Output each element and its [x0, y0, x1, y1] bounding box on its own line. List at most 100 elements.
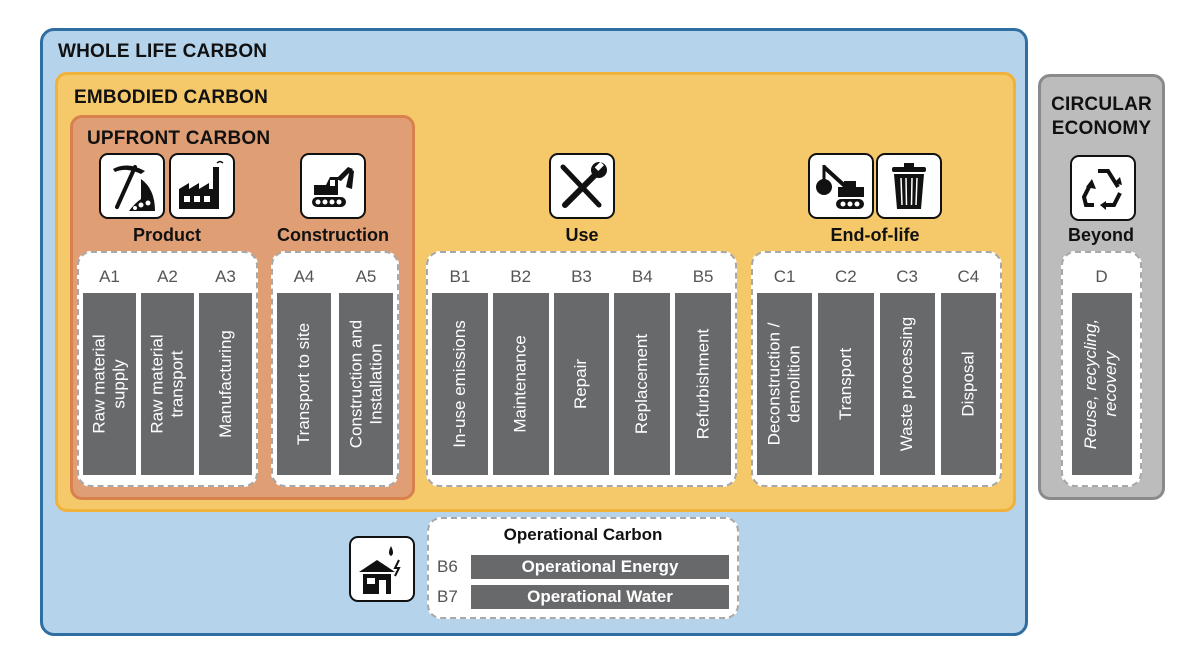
stage-label-product: Product	[132, 225, 201, 245]
module-label-b1: In-use emissions	[450, 320, 470, 448]
module-label-line: In-use emissions	[449, 320, 469, 448]
module-bar-b7: Operational Water	[471, 585, 729, 609]
module-bar-c1: Deconstruction /demolition	[757, 293, 813, 475]
module-label-line: Installation	[366, 343, 385, 425]
module-bar-b1: In-use emissions	[432, 293, 488, 475]
module-bar-b2: Maintenance	[492, 293, 549, 475]
module-label-line: Manufacturing	[215, 330, 235, 438]
stage-label-use: Use	[565, 225, 599, 245]
module-bar-a3: Manufacturing	[199, 293, 252, 475]
module-label-c4: Disposal	[958, 351, 978, 416]
circular-title-line1: CIRCULAR	[1051, 94, 1152, 115]
module-code-c4: C4	[957, 267, 980, 286]
module-label-b3: Repair	[571, 359, 591, 409]
whole-life-carbon-title: WHOLE LIFE CARBON	[58, 41, 268, 62]
pickaxe-mining-icon	[99, 153, 165, 219]
module-label-line: Raw material	[89, 334, 109, 434]
module-label-b4: Replacement	[632, 334, 652, 434]
upfront-carbon-title: UPFRONT CARBON	[87, 128, 271, 149]
module-code-b3: B3	[571, 267, 592, 286]
module-code-b1: B1	[449, 267, 471, 286]
module-bar-b6: Operational Energy	[471, 555, 729, 579]
module-label-line: Refurbishment	[693, 328, 713, 440]
module-label-line: supply	[109, 359, 129, 409]
module-label-d: Reuse, recycling,recovery	[1082, 319, 1122, 449]
module-code-b4: B4	[631, 267, 653, 286]
module-bar-b3: Repair	[553, 293, 610, 475]
module-code-a1: A1	[99, 267, 120, 286]
module-bar-a4: Transport to site	[277, 293, 331, 475]
stage-label-end-of-life: End-of-life	[830, 225, 920, 245]
module-code-b6: B6	[437, 557, 458, 576]
module-code-a2: A2	[157, 267, 178, 286]
stage-label-construction: Construction	[277, 225, 389, 245]
module-code-a3: A3	[215, 267, 236, 286]
module-label-line: Reuse, recycling,	[1081, 318, 1101, 450]
module-bar-c2: Transport	[818, 293, 874, 475]
excavator-icon	[300, 153, 366, 219]
module-label-line: Disposal	[958, 351, 978, 417]
beyond-modules-card: D Reuse, recycling,recovery	[1061, 251, 1142, 487]
module-label-line: Transport to site	[294, 322, 314, 446]
module-label-line: Waste processing	[897, 316, 917, 452]
module-bar-c4: Disposal	[940, 293, 996, 475]
module-label-b2: Maintenance	[511, 335, 531, 432]
module-code-c1: C1	[773, 267, 796, 286]
module-code-b5: B5	[692, 267, 714, 286]
recycle-icon	[1070, 155, 1136, 221]
module-code-b2: B2	[510, 267, 532, 286]
module-code-a4: A4	[293, 267, 315, 286]
module-label-c2: Transport	[836, 348, 856, 420]
module-label-line: Raw material	[147, 334, 167, 434]
module-label-line: Maintenance	[510, 335, 530, 433]
module-label-c1: Deconstruction /demolition	[765, 323, 805, 446]
circular-title-line2: ECONOMY	[1051, 118, 1152, 139]
module-label-line: Repair	[571, 358, 591, 410]
module-bar-b5: Refurbishment	[675, 293, 731, 475]
module-code-a5: A5	[355, 267, 377, 286]
module-label-b5: Refurbishment	[693, 329, 713, 440]
module-label-line: demolition	[784, 345, 804, 423]
factory-icon	[169, 153, 235, 219]
wrecking-ball-icon	[808, 153, 874, 219]
house-energy-water-icon	[349, 536, 415, 602]
module-label-c3: Waste processing	[897, 317, 917, 451]
module-label-line: Transport	[835, 347, 855, 421]
module-code-b7: B7	[437, 587, 458, 606]
module-code-c2: C2	[835, 267, 857, 286]
module-code-d: D	[1095, 267, 1108, 286]
operational-carbon-card: Operational Carbon B6 Operational Energy…	[427, 517, 739, 619]
stage-label-beyond: Beyond	[1067, 225, 1134, 245]
tools-icon	[549, 153, 615, 219]
module-bar-c3: Waste processing	[879, 293, 935, 475]
module-bar-d: Reuse, recycling,recovery	[1071, 293, 1132, 475]
module-label-line: Construction and	[346, 319, 365, 449]
circular-economy-title: CIRCULAR ECONOMY	[1041, 93, 1162, 141]
module-d: D Reuse, recycling,recovery	[1071, 253, 1132, 485]
module-label-a3: Manufacturing	[216, 330, 236, 438]
module-label-line: recovery	[1101, 351, 1121, 417]
